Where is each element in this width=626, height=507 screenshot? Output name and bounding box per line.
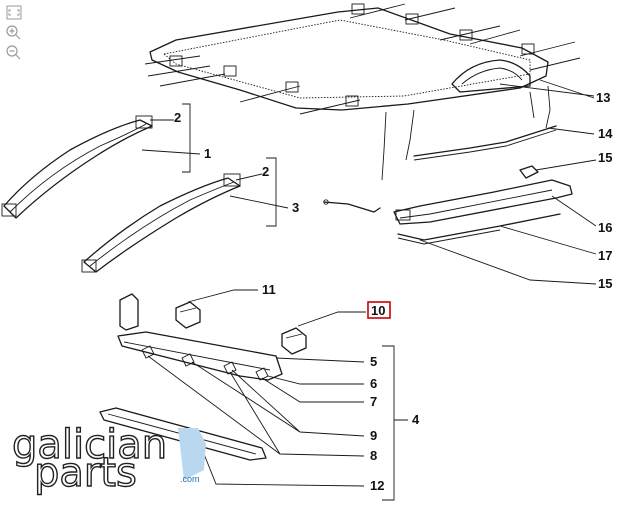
callout-2a[interactable]: 2 (174, 110, 181, 125)
zoom-toolbar (4, 4, 28, 61)
callouts: 2 1 2 3 13 14 15 16 17 15 11 10 5 6 7 4 … (174, 90, 613, 493)
callout-1[interactable]: 1 (204, 146, 211, 161)
roof-cables (381, 85, 551, 181)
drain-rod[interactable] (323, 199, 381, 213)
callout-15a[interactable]: 15 (598, 150, 612, 165)
highlight-box-10 (367, 301, 391, 319)
callout-16[interactable]: 16 (598, 220, 612, 235)
callout-12[interactable]: 12 (370, 478, 384, 493)
logo-line1: galician (12, 422, 167, 468)
callout-2b[interactable]: 2 (262, 164, 269, 179)
fullscreen-icon[interactable] (4, 4, 24, 21)
callout-11[interactable]: 11 (262, 282, 276, 297)
callout-5[interactable]: 5 (370, 354, 377, 369)
roof-frame[interactable] (144, 3, 581, 115)
callout-13[interactable]: 13 (596, 90, 610, 105)
part-14-seal[interactable] (413, 125, 557, 161)
callout-17[interactable]: 17 (598, 248, 612, 263)
callout-3[interactable]: 3 (292, 200, 299, 215)
callout-15b[interactable]: 15 (598, 276, 612, 291)
callout-7[interactable]: 7 (370, 394, 377, 409)
part-1-roof-bow[interactable] (1, 115, 153, 219)
galicianparts-logo: galician parts .com (11, 421, 206, 497)
logo-accent-shape (178, 428, 206, 480)
part-15-clip[interactable] (519, 165, 539, 179)
part-11-clip[interactable] (175, 301, 201, 329)
part-3-roof-bow[interactable] (81, 173, 241, 273)
callout-9[interactable]: 9 (370, 428, 377, 443)
callout-6[interactable]: 6 (370, 376, 377, 391)
logo-line2: parts (34, 450, 137, 496)
part-16-rail[interactable] (393, 179, 573, 225)
logo-domain: .com (180, 474, 200, 484)
leader-lines (141, 79, 597, 501)
zoom-in-icon[interactable] (4, 24, 24, 41)
callout-14[interactable]: 14 (598, 126, 613, 141)
callout-10[interactable]: 10 (371, 303, 385, 318)
callout-8[interactable]: 8 (370, 448, 377, 463)
front-header-rail[interactable] (117, 293, 283, 381)
zoom-out-icon[interactable] (4, 44, 24, 61)
part-10-clip[interactable] (281, 327, 307, 355)
callout-4[interactable]: 4 (412, 412, 420, 427)
part-17-strip[interactable] (397, 213, 561, 245)
